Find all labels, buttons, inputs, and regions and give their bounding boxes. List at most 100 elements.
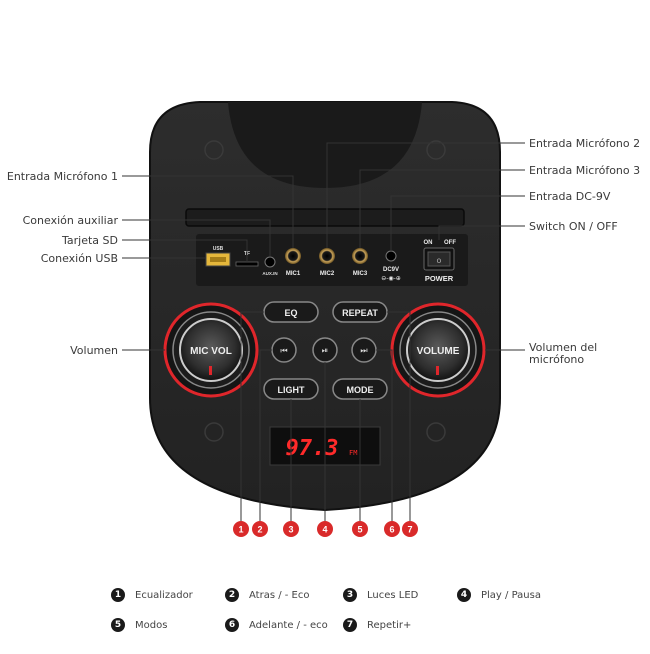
marker-4-num: 4: [322, 525, 327, 535]
marker-6: 6: [384, 521, 400, 537]
legend-item-1: 1 Ecualizador: [111, 588, 193, 602]
leader-2: [259, 349, 272, 522]
label-sd-card: Tarjeta SD: [62, 234, 118, 247]
label-usb-connection: Conexión USB: [40, 252, 118, 265]
marker-7-num: 7: [407, 525, 412, 535]
dc-jack[interactable]: [385, 250, 397, 262]
screw: [426, 140, 446, 160]
off-label: OFF: [444, 240, 456, 246]
legend-label: Adelante / - eco: [249, 619, 328, 631]
display-frequency: 97.3: [286, 436, 339, 461]
legend-num: 3: [343, 588, 357, 602]
mic-vol-knob-label: MIC VOL: [190, 346, 232, 357]
display-unit: FM: [349, 449, 357, 457]
speaker-body: [149, 101, 501, 512]
screw: [204, 140, 224, 160]
legend-item-3: 3 Luces LED: [343, 588, 418, 602]
power-switch-mark: o: [437, 256, 442, 265]
marker-1-num: 1: [238, 525, 243, 535]
legend-item-5: 5 Modos: [111, 618, 167, 632]
label-mic2-input: Entrada Micrófono 2: [529, 137, 641, 150]
marker-2-num: 2: [257, 525, 262, 535]
marker-7: 7: [402, 521, 418, 537]
prev-icon: ⏮: [280, 346, 287, 355]
legend-num: 2: [225, 588, 239, 602]
mic-vol-knob[interactable]: [179, 318, 243, 382]
legend-item-2: 2 Atras / - Eco: [225, 588, 309, 602]
legend-num: 1: [111, 588, 125, 602]
on-label: ON: [424, 240, 433, 246]
label-mic-volume-1: Volumen del: [529, 341, 598, 354]
mic3-jack[interactable]: [352, 248, 368, 264]
legend-label: Atras / - Eco: [249, 589, 310, 601]
label-volume: Volumen: [70, 344, 118, 357]
legend-label: Modos: [135, 619, 168, 631]
marker-3-num: 3: [288, 525, 293, 535]
label-mic1-input: Entrada Micrófono 1: [6, 170, 118, 183]
mic3-label: MIC3: [353, 271, 368, 277]
mic2-label: MIC2: [320, 271, 335, 277]
label-dc-input: Entrada DC-9V: [529, 190, 611, 203]
line-mic3: [359, 169, 525, 248]
usb-port-inner: [210, 257, 226, 262]
dc-label: DC9V: [383, 267, 399, 273]
marker-4: 4: [317, 521, 333, 537]
callout-lines: [122, 142, 525, 522]
dc-polarity-icon: ⊖-◉-⊕: [381, 275, 401, 282]
label-power-switch: Switch ON / OFF: [529, 220, 618, 233]
play-pause-icon: ⏯: [322, 346, 328, 355]
marker-5-num: 5: [357, 525, 362, 535]
mic1-jack[interactable]: [285, 248, 301, 264]
legend-item-7: 7 Repetir+: [343, 618, 411, 632]
volume-knob[interactable]: [406, 318, 470, 382]
legend-num: 7: [343, 618, 357, 632]
line-aux: [122, 219, 271, 256]
usb-label: USB: [213, 246, 224, 252]
eq-button-label: EQ: [284, 308, 297, 318]
legend-label: Ecualizador: [135, 589, 193, 601]
legend-label: Luces LED: [367, 589, 419, 601]
line-mic2: [326, 142, 525, 248]
leader-6: [376, 349, 393, 522]
screw: [426, 422, 446, 442]
leader-7: [387, 311, 411, 522]
label-mic-volume-2: micrófono: [529, 353, 585, 366]
marker-3: 3: [283, 521, 299, 537]
power-switch-rocker: [427, 251, 451, 267]
legend-item-4: 4 Play / Pausa: [457, 588, 541, 602]
volume-knob-indicator: [436, 366, 439, 375]
leader-1: [240, 311, 264, 522]
line-mic1: [122, 175, 294, 248]
marker-6-num: 6: [389, 525, 394, 535]
volume-knob-label: VOLUME: [417, 346, 460, 357]
marker-1: 1: [233, 521, 249, 537]
phone-slot: [185, 208, 465, 227]
line-dc: [390, 195, 525, 251]
mode-button-label: MODE: [347, 385, 374, 395]
line-sd: [122, 239, 248, 262]
legend-label: Play / Pausa: [481, 589, 541, 601]
label-mic3-input: Entrada Micrófono 3: [529, 164, 641, 177]
sd-slot[interactable]: [235, 261, 259, 267]
legend-item-6: 6 Adelante / - eco: [225, 618, 328, 632]
legend-num: 6: [225, 618, 239, 632]
handle-cavity: [228, 102, 422, 188]
screw: [204, 422, 224, 442]
legend-label: Repetir+: [367, 619, 412, 631]
light-button-label: LIGHT: [278, 385, 305, 395]
mic2-jack[interactable]: [319, 248, 335, 264]
line-power: [438, 225, 525, 240]
marker-2: 2: [252, 521, 268, 537]
power-label: POWER: [425, 274, 454, 283]
repeat-button-label: REPEAT: [342, 308, 378, 318]
mic-vol-knob-indicator: [209, 366, 212, 375]
aux-jack[interactable]: [264, 256, 276, 268]
mic1-label: MIC1: [286, 271, 301, 277]
next-icon: ⏭: [360, 346, 367, 355]
legend-num: 5: [111, 618, 125, 632]
marker-5: 5: [352, 521, 368, 537]
legend-num: 4: [457, 588, 471, 602]
aux-label: AUX.IN: [262, 271, 277, 276]
